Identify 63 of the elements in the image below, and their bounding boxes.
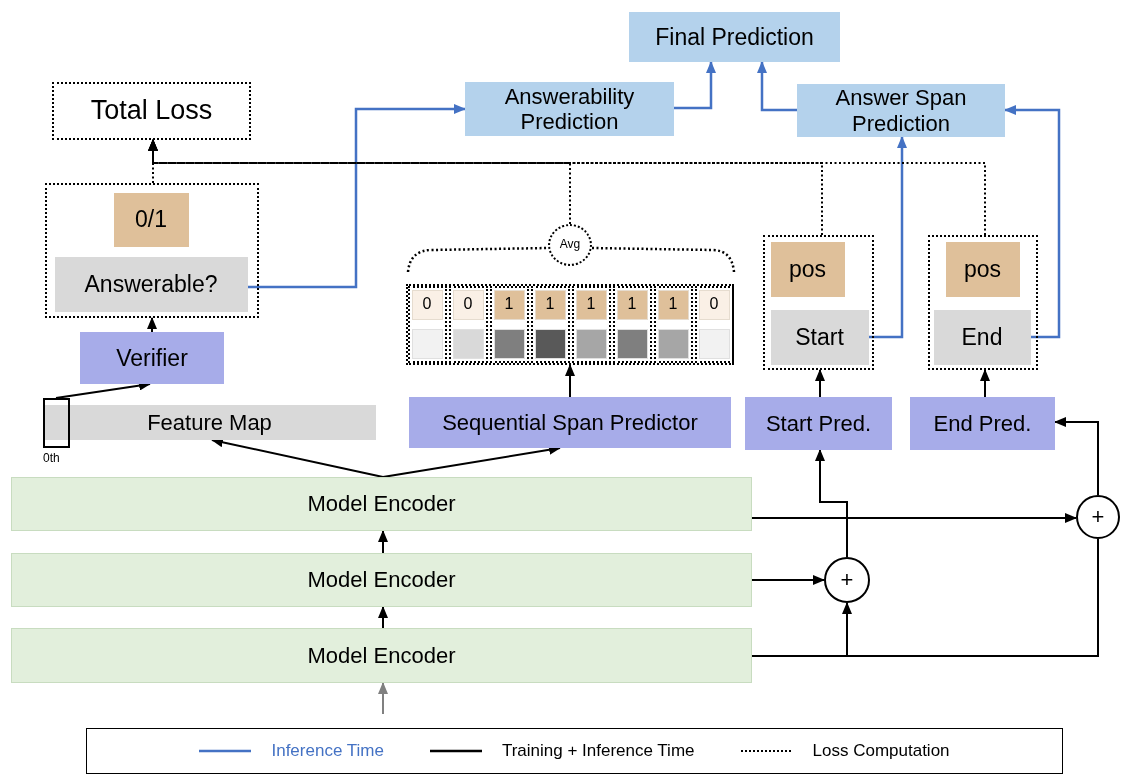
arrow: [674, 61, 716, 110]
module-box: End Pred.: [910, 397, 1055, 450]
encoder-block: Model Encoder: [11, 553, 752, 607]
prediction-box: Final Prediction: [629, 12, 840, 62]
arrow: [757, 61, 797, 112]
arrow: [869, 136, 907, 339]
label-box: pos: [770, 241, 845, 297]
sum-circle: +: [824, 557, 870, 603]
arrow: [751, 575, 825, 585]
legend-label: Training + Inference Time: [501, 741, 695, 761]
sequence-cell: [694, 285, 734, 363]
legend-label: Inference Time: [271, 741, 384, 761]
arrow: [378, 530, 388, 554]
sequence-cell: [653, 285, 693, 363]
sequence-cell: [530, 285, 570, 363]
arrow: [980, 369, 990, 398]
output-box: Start: [770, 309, 869, 365]
module-box: Verifier: [80, 332, 224, 384]
sequence-cell: [407, 285, 447, 363]
sequence-cell: [571, 285, 611, 363]
module-box: Sequential Span Predictor: [409, 397, 731, 448]
arrow: [751, 513, 1077, 523]
arrow: [815, 369, 825, 398]
label-box: 0/1: [113, 192, 189, 247]
value-cell: 1: [657, 289, 689, 320]
arrow: [565, 364, 575, 398]
output-box: End: [933, 309, 1031, 365]
prediction-box: Answer Span Prediction: [797, 84, 1005, 137]
loss-box: Total Loss: [52, 82, 251, 140]
value-cell: 1: [575, 289, 607, 320]
value-cell: 0: [452, 289, 484, 320]
arrow: [1004, 105, 1061, 339]
arrow: [148, 139, 986, 236]
module-box: Start Pred.: [745, 397, 892, 450]
loss-group-frame: [45, 183, 259, 318]
prediction-box: Answerability Prediction: [465, 82, 674, 136]
loss-group-frame: [763, 235, 874, 370]
feature-map-bar: Feature Map: [43, 405, 376, 440]
output-box: Answerable?: [54, 256, 248, 312]
loss-group-frame: [406, 284, 734, 365]
encoder-block: Model Encoder: [11, 628, 752, 683]
encoder-block: Model Encoder: [11, 477, 752, 531]
arrow: [378, 606, 388, 629]
index-label: 0th: [43, 451, 60, 465]
value-cell: 0: [411, 289, 443, 320]
value-cell: 1: [493, 289, 525, 320]
token-marker-box: [43, 398, 70, 448]
sum-circle: +: [1076, 495, 1120, 539]
loss-group-frame: [928, 235, 1038, 370]
value-cell: 1: [616, 289, 648, 320]
label-box: pos: [945, 241, 1020, 297]
sequence-cell: [448, 285, 488, 363]
arrow: [248, 104, 466, 289]
value-cell: 1: [534, 289, 566, 320]
arrow: [378, 682, 388, 715]
average-circle: Avg: [548, 224, 592, 266]
arrow: [1054, 417, 1099, 496]
arrow: [815, 449, 848, 558]
value-cell: 0: [698, 289, 730, 320]
sequence-cell: [489, 285, 529, 363]
arrow: [147, 317, 157, 333]
legend-label: Loss Computation: [812, 741, 950, 761]
sequence-cell: [612, 285, 652, 363]
